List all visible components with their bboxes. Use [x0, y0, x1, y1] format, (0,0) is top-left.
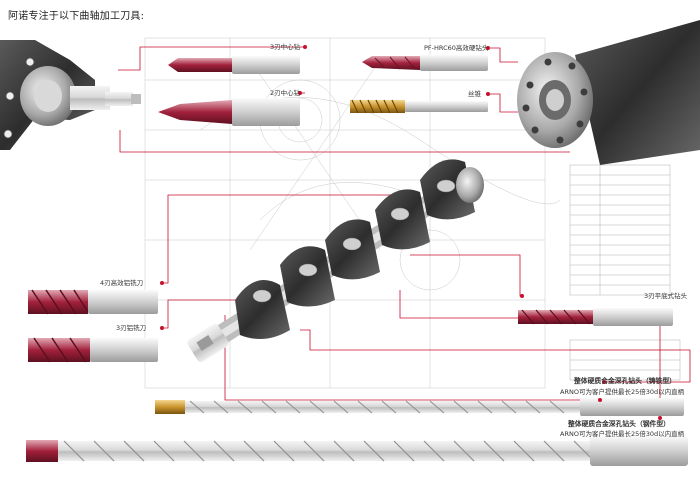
- label-deep-drill-steel-note: ARNO可为客户提供最长25倍30d以内直柄: [560, 430, 685, 438]
- tool-deep-drill-cast-iron: [155, 398, 684, 416]
- label-tap: 丝锥: [468, 90, 481, 98]
- blueprint-title-block: [569, 164, 681, 381]
- label-end-mill-3flute: 3刃铝铣刀: [116, 324, 147, 332]
- tool-end-mill-3flute: [28, 337, 158, 363]
- tool-flat-drill: [518, 308, 673, 326]
- tool-pf-hrc-drill: [362, 55, 488, 71]
- label-center-drill-3flute: 3刃中心钻: [270, 43, 301, 51]
- label-deep-drill-cast-iron: 整体硬质合金深孔钻头（铸铁型）: [574, 377, 676, 385]
- crankshaft-end-left: [0, 40, 141, 150]
- label-end-mill-4flute: 4刃高效铝铣刀: [100, 279, 144, 287]
- label-pf-hrc-drill: PF-HRC60高效硬钻头: [424, 44, 489, 52]
- crankshaft-main: [187, 159, 484, 363]
- label-deep-drill-cast-iron-note: ARNO可为客户提供最长25倍30d以内直柄: [560, 388, 685, 396]
- label-deep-drill-steel: 整体硬质合金深孔钻头（钢件型）: [568, 420, 670, 428]
- tool-deep-drill-steel: [26, 436, 688, 466]
- page-heading: 阿诺专注于以下曲轴加工刀具:: [8, 11, 145, 22]
- label-flat-drill: 3刃平底式钻头: [644, 292, 688, 300]
- callout-lines: [118, 46, 691, 418]
- crankshaft-flange-right: [517, 20, 700, 165]
- label-center-drill-2flute: 2刃中心钻: [270, 89, 301, 97]
- tool-end-mill-4flute: [28, 289, 158, 315]
- tool-center-drill-2flute: [158, 98, 300, 126]
- callout-dots: [160, 45, 662, 420]
- tool-center-drill-3flute: [168, 56, 300, 74]
- tool-tap: [350, 99, 488, 114]
